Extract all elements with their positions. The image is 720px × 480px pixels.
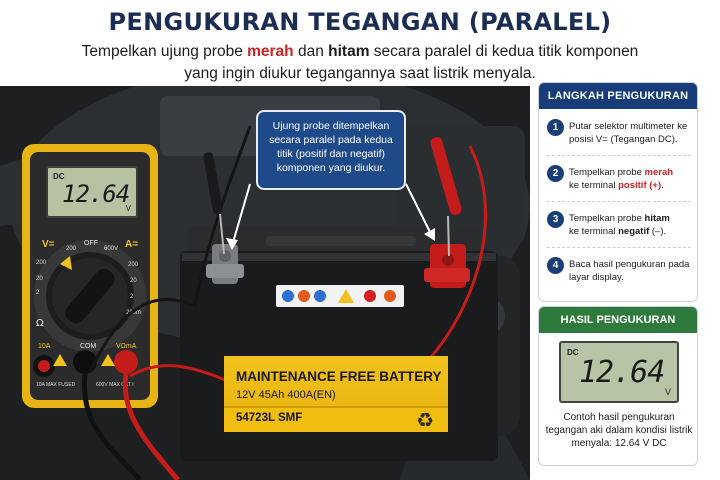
result-panel: HASIL PENGUKURAN DC 12.64 V Contoh hasil… [538, 306, 698, 466]
result-caption: Contoh hasil pengukuran tegangan aki dal… [545, 412, 693, 449]
result-mode-label: DC [567, 348, 579, 357]
svg-text:200: 200 [128, 262, 139, 268]
black-probe-lead [81, 125, 252, 480]
step-highlight-red: merah [644, 167, 674, 178]
svg-text:10A: 10A [38, 343, 51, 350]
result-reading: 12.64 [579, 355, 665, 390]
svg-text:Ω: Ω [36, 318, 44, 329]
subtitle-text: Tempelkan ujung probe [81, 43, 248, 60]
svg-text:VΩmA: VΩmA [116, 343, 137, 350]
probe-callout: Ujung probe ditempelkan secara paralel p… [256, 110, 406, 190]
positive-terminal [424, 244, 470, 288]
step-number: 2 [547, 165, 564, 182]
svg-text:600V MAX CAT I: 600V MAX CAT I [96, 382, 134, 388]
meter-mode-label: DC [53, 172, 65, 181]
step-highlight-negative: negatif [618, 226, 650, 237]
step-text: Tempelkan probe hitam ke terminal negati… [569, 212, 693, 238]
step-highlight-black: hitam [644, 213, 670, 224]
svg-text:200: 200 [36, 260, 47, 266]
battery-label: MAINTENANCE FREE BATTERY 12V 45Ah 400A(E… [224, 356, 448, 432]
svg-text:20: 20 [36, 276, 43, 282]
svg-text:10A MAX FUSED: 10A MAX FUSED [36, 382, 76, 388]
svg-text:600V: 600V [104, 246, 118, 252]
step-number: 1 [547, 119, 564, 136]
step-text-part: Tempelkan probe [569, 167, 645, 178]
steps-panel: LANGKAH PENGUKURAN 1 Putar selektor mult… [538, 82, 698, 302]
battery-model: 54723L SMF [236, 412, 303, 424]
svg-text:A=: A= [125, 239, 138, 250]
svg-text:V=: V= [42, 239, 55, 250]
result-display: DC 12.64 V [559, 341, 679, 403]
step-number: 4 [547, 257, 564, 274]
step-text: Putar selektor multimeter ke posisi V= (… [569, 121, 688, 145]
step-divider [547, 201, 691, 202]
multimeter-display: DC 12.64 V [46, 166, 138, 218]
meter-reading: 12.64 [62, 180, 130, 208]
subtitle-red-word: merah [247, 43, 294, 60]
negative-terminal [206, 244, 244, 284]
battery-name: MAINTENANCE FREE BATTERY [236, 369, 442, 384]
subtitle-text: yang ingin diukur tegangannya saat listr… [184, 65, 536, 82]
step-text-part: . [661, 180, 664, 191]
svg-text:200: 200 [66, 246, 77, 252]
meter-unit: V [125, 204, 131, 213]
subtitle-text: secara paralel di kedua titik komponen [369, 43, 639, 60]
result-unit: V [664, 387, 671, 397]
steps-panel-title: LANGKAH PENGUKURAN [539, 83, 697, 109]
battery-label-bar [224, 406, 448, 432]
step-text-part: (–). [649, 226, 667, 237]
engine-bay-illustration: V= A= OFF 200 600V Ω 200 20 2 200 20 2 2… [0, 86, 530, 480]
battery-spec: 12V 45Ah 400A(EN) [236, 389, 336, 401]
step-text-part: ke terminal [569, 180, 619, 191]
step-number: 3 [547, 211, 564, 228]
step-highlight-positive: positif (+) [618, 180, 662, 191]
step-text-part: Tempelkan probe [569, 213, 645, 224]
recycle-icon: ♻ [416, 410, 434, 432]
step-text: Tempelkan probe merah ke terminal positi… [569, 166, 693, 192]
result-panel-title: HASIL PENGUKURAN [539, 307, 697, 333]
subtitle-text: dan [293, 43, 329, 60]
subtitle-black-word: hitam [328, 43, 370, 60]
step-divider [547, 247, 691, 248]
svg-text:20: 20 [130, 278, 137, 284]
step-text: Baca hasil pengukuran pada layar display… [569, 259, 690, 283]
page-subtitle: Tempelkan ujung probe merah dan hitam se… [40, 41, 680, 85]
svg-text:2: 2 [130, 294, 134, 300]
page-title: PENGUKURAN TEGANGAN (PARALEL) [108, 8, 612, 36]
step-text-part: ke terminal [569, 226, 619, 237]
step-divider [547, 155, 691, 156]
svg-text:COM: COM [80, 343, 97, 350]
svg-text:OFF: OFF [84, 240, 98, 247]
svg-text:2: 2 [36, 290, 40, 296]
